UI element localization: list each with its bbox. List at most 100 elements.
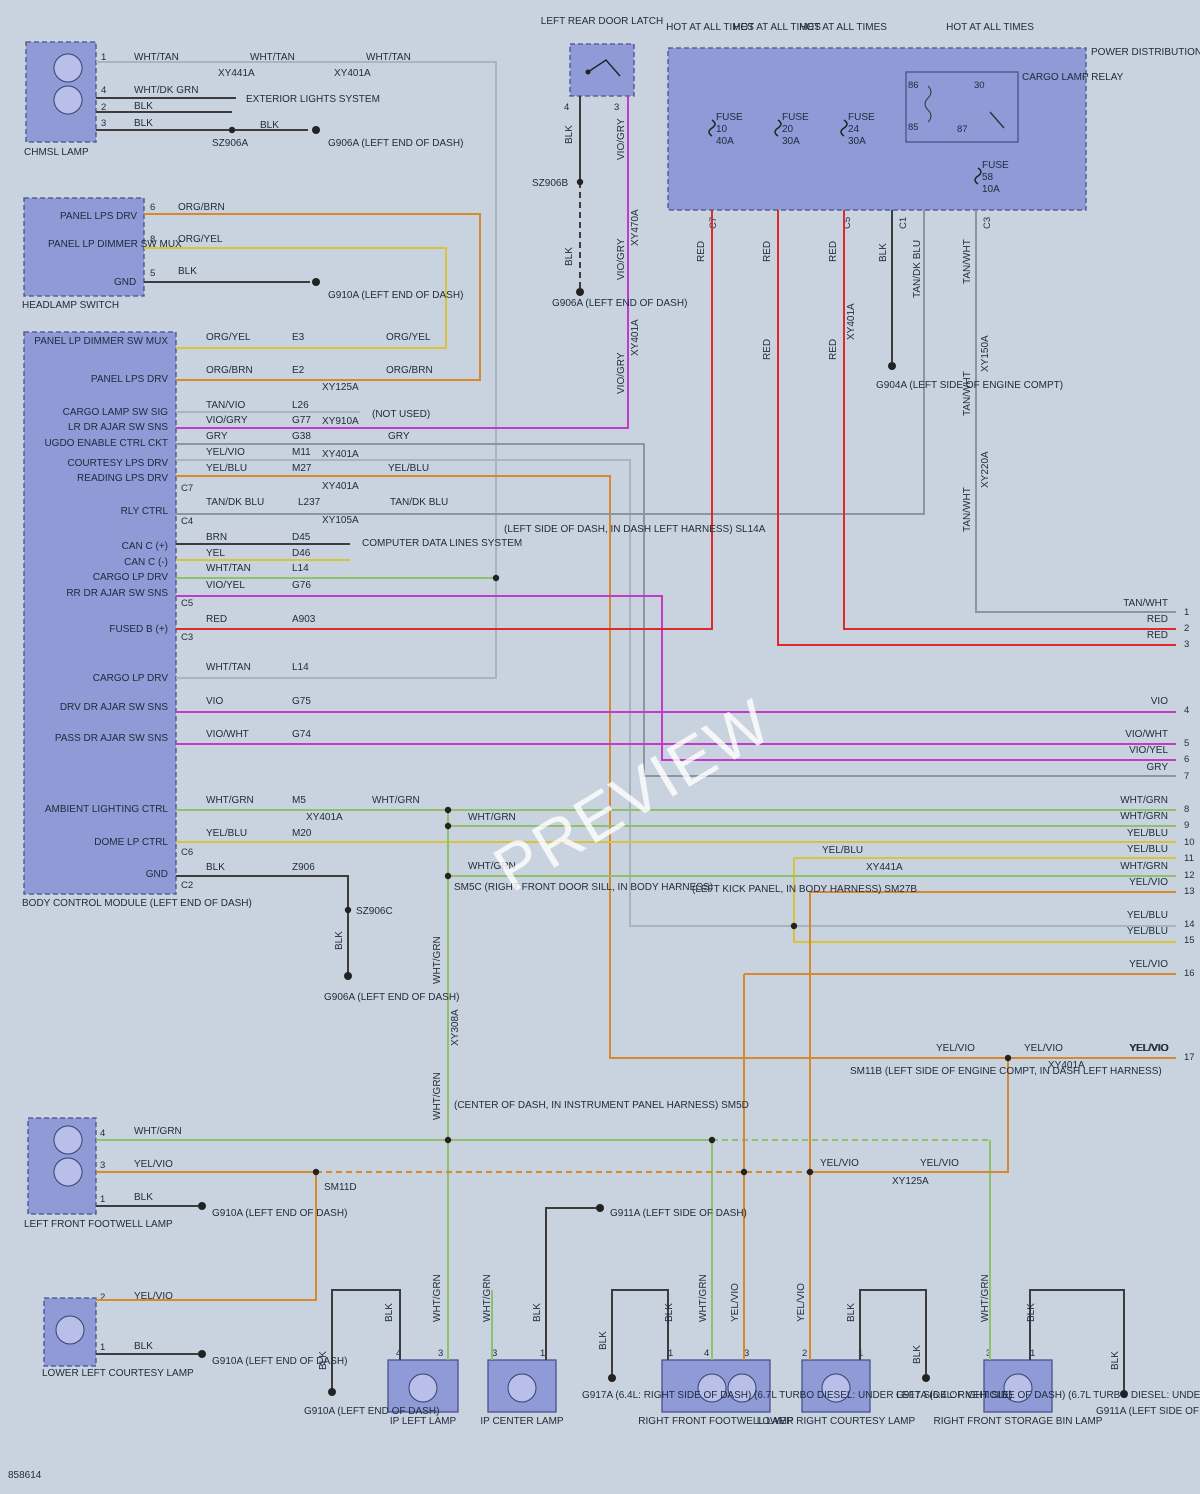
ground-symbol xyxy=(922,1374,930,1382)
right-edge-wire-label: WHT/GRN xyxy=(1120,795,1168,806)
connector-tag: XY401A xyxy=(322,481,359,492)
ground-symbol xyxy=(312,278,320,286)
right-edge-wire-label: RED xyxy=(1147,614,1168,625)
svg-text:86: 86 xyxy=(908,80,919,91)
splice-dot xyxy=(708,1136,716,1144)
circuit-id: G38 xyxy=(292,431,311,442)
bcm-row-label: CARGO LAMP SW SIG xyxy=(63,407,169,418)
splice-label: SZ906B xyxy=(532,178,568,189)
bcm-row-label: UGDO ENABLE CTRL CKT xyxy=(44,438,168,449)
wire-yel-vio-lower-left xyxy=(96,1172,317,1301)
right-edge-wire-label: YEL/VIO xyxy=(1129,959,1168,970)
splice-dot xyxy=(740,1168,748,1176)
fuse-number: 58 xyxy=(982,172,994,183)
bcm-row-label: CAN C (+) xyxy=(122,541,168,552)
connector-tag: XY401A xyxy=(846,303,857,340)
wire-label: WHT/GRN xyxy=(698,1274,709,1322)
wire-label: BLK xyxy=(134,101,153,112)
circuit-id: D45 xyxy=(292,532,311,543)
wire-label: ORG/YEL xyxy=(386,332,431,343)
wire-label: BLK xyxy=(260,120,279,131)
connector-tag: XY150A xyxy=(980,335,991,372)
wire-label: YEL/BLU xyxy=(206,463,247,474)
circuit-id: G75 xyxy=(292,696,311,707)
svg-text:4: 4 xyxy=(101,85,106,96)
left-front-footwell-lamp: LEFT FRONT FOOTWELL LAMP 4 3 1 xyxy=(24,1117,173,1230)
splice-dot xyxy=(444,822,452,830)
wire-label: WHT/TAN xyxy=(134,52,179,63)
svg-text:3: 3 xyxy=(101,118,106,129)
wire-label: RED xyxy=(696,241,707,262)
wire-label: (NOT USED) xyxy=(372,409,430,420)
right-edge-wire-label: VIO xyxy=(1151,696,1168,707)
circuit-id: A903 xyxy=(292,614,316,625)
wire-vio-yel xyxy=(176,595,1176,761)
svg-text:1: 1 xyxy=(100,1342,105,1353)
svg-text:HOT AT ALL TIMES: HOT AT ALL TIMES xyxy=(666,22,754,33)
wire-label: GRY xyxy=(388,431,410,442)
lamp-pin: 4 xyxy=(396,1348,401,1359)
splice-dot xyxy=(1004,1054,1012,1062)
svg-text:LEFT FRONT FOOTWELL LAMP: LEFT FRONT FOOTWELL LAMP xyxy=(24,1219,173,1230)
circuit-id: E3 xyxy=(292,332,305,343)
circuit-id: Z906 xyxy=(292,862,315,873)
wire-yel-vio-sm11b xyxy=(810,1058,1009,1173)
headlamp-switch: PANEL LPS DRV PANEL LP DIMMER SW MUX GND… xyxy=(22,197,182,311)
wire-label: WHT/GRN xyxy=(468,861,516,872)
circuit-id: G76 xyxy=(292,580,311,591)
fuse-symbol xyxy=(974,167,982,185)
ground-symbol xyxy=(312,126,320,134)
headlamp-label: HEADLAMP SWITCH xyxy=(22,300,119,311)
wire-label: YEL/VIO xyxy=(936,1043,975,1054)
wire-label: BLK xyxy=(134,118,153,129)
wire-label: YEL/VIO xyxy=(206,447,245,458)
right-edge-pin-number: 4 xyxy=(1184,705,1189,716)
lamp-label: IP CENTER LAMP xyxy=(480,1416,563,1427)
wire-label: ORG/YEL xyxy=(178,234,223,245)
right-edge-pin-number: 14 xyxy=(1184,919,1195,930)
right-edge-wire-label: YEL/BLU xyxy=(1127,844,1168,855)
right-edge-wire-label: TAN/WHT xyxy=(1123,598,1168,609)
lamp-label: RIGHT FRONT FOOTWELL LAMP xyxy=(638,1416,794,1427)
splice-dot xyxy=(790,922,798,930)
bcm-row-label: CARGO LP DRV xyxy=(93,673,169,684)
bcm-row-label: READING LPS DRV xyxy=(77,473,168,484)
circuit-id: E2 xyxy=(292,365,305,376)
lower-left-courtesy-lamp: LOWER LEFT COURTESY LAMP 2 1 xyxy=(42,1292,194,1379)
lamp-pin: 3 xyxy=(438,1348,443,1359)
connector-tag: XY401A xyxy=(630,319,641,356)
wire-label: BLK xyxy=(384,1303,395,1322)
svg-text:PANEL LPS DRV: PANEL LPS DRV xyxy=(60,211,137,222)
connector-tag: XY441A xyxy=(218,68,255,79)
fuse-label: FUSE xyxy=(848,112,875,123)
wire-label: YEL/BLU xyxy=(206,828,247,839)
connector-tag: XY220A xyxy=(980,451,991,488)
bcm-label: BODY CONTROL MODULE (LEFT END OF DASH) xyxy=(22,898,252,909)
power-distribution-center: POWER DISTRIBUTION CENTER ASSEMBLY (LEFT… xyxy=(666,22,1200,229)
wire-label: GRY xyxy=(206,431,228,442)
left-rear-door-latch: LEFT REAR DOOR LATCH 4 3 xyxy=(541,16,663,113)
wire-tan-dk-blu xyxy=(176,210,925,515)
splice-label: SM11B (LEFT SIDE OF ENGINE COMPT, IN DAS… xyxy=(850,1066,1162,1077)
bcm-row-label: GND xyxy=(146,869,168,880)
ground-symbol xyxy=(328,1388,336,1396)
ground-symbol xyxy=(888,362,896,370)
wire-label: VIO/GRY xyxy=(206,415,248,426)
pdc-connector: C5 xyxy=(842,217,853,229)
circuit-id: M5 xyxy=(292,795,306,806)
ground-symbol xyxy=(1120,1390,1128,1398)
fuse-number: 20 xyxy=(782,124,794,135)
ground-label: G910A (LEFT END OF DASH) xyxy=(212,1356,347,1367)
fuse-symbol xyxy=(840,119,848,137)
wire-label: BLK xyxy=(846,1303,857,1322)
wire-label: BLK xyxy=(664,1303,675,1322)
bcm-connector: C7 xyxy=(181,483,193,494)
wire-red-1 xyxy=(843,210,1176,630)
fuse-amperage: 10A xyxy=(982,184,1000,195)
svg-text:3: 3 xyxy=(614,102,619,113)
svg-text:LEFT REAR DOOR LATCH: LEFT REAR DOOR LATCH xyxy=(541,16,663,27)
svg-text:85: 85 xyxy=(908,122,919,133)
right-edge-wire-label: WHT/GRN xyxy=(1120,811,1168,822)
wire-label: VIO/GRY xyxy=(616,118,627,160)
lamp-pin: 3 xyxy=(492,1348,497,1359)
